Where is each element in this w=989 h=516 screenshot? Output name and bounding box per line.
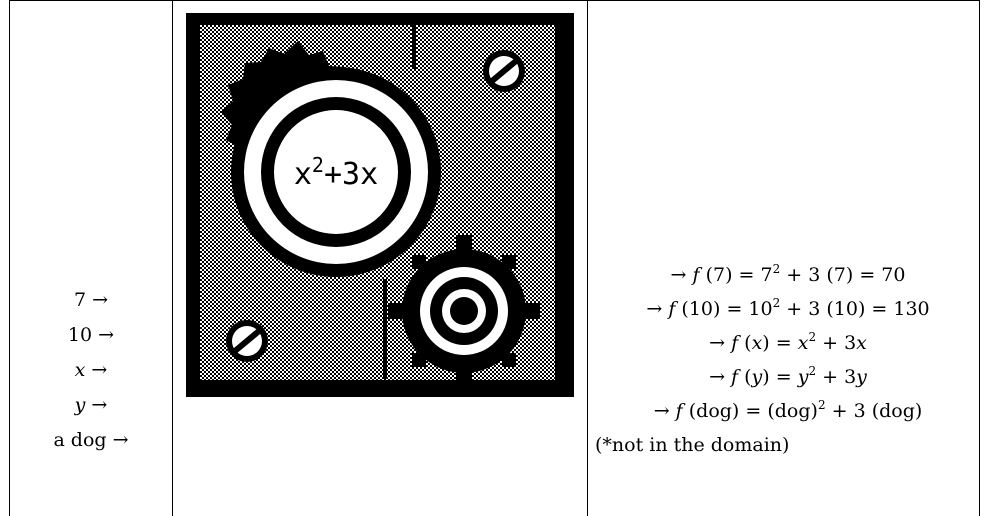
column-divider-2 xyxy=(587,0,588,516)
table-right-rule xyxy=(979,0,980,516)
output-row: → f (y) = y2 + 3y xyxy=(709,364,867,388)
input-row: 10 → xyxy=(67,324,115,346)
screw-icon xyxy=(226,320,268,362)
input-row: x → xyxy=(74,359,108,381)
machine-label-base: x xyxy=(294,157,312,192)
output-row: → f (x) = x2 + 3x xyxy=(709,330,867,354)
gear-icon: x2+3x xyxy=(221,41,441,277)
output-row: → f (7) = 72 + 3 (7) = 70 xyxy=(670,262,906,286)
domain-note: (*not in the domain) xyxy=(595,434,790,456)
function-machine-illustration: x2+3x xyxy=(186,13,574,397)
input-column: 7 → 10 → x → y → a dog → xyxy=(20,283,162,458)
table-left-rule xyxy=(9,0,10,516)
output-row: → f (10) = 102 + 3 (10) = 130 xyxy=(646,296,930,320)
svg-text:x2+3x: x2+3x xyxy=(294,153,378,192)
gear-icon xyxy=(388,235,540,381)
input-row: 7 → xyxy=(73,289,109,311)
output-row: → f (dog) = (dog)2 + 3 (dog) xyxy=(653,398,923,422)
machine-label-exp: 2 xyxy=(312,153,324,177)
screw-icon xyxy=(483,50,525,92)
input-row: y → xyxy=(74,394,108,416)
machine-label-rest: +3x xyxy=(324,157,378,192)
column-divider-1 xyxy=(172,0,173,516)
table-top-rule xyxy=(9,0,980,1)
output-column: → f (7) = 72 + 3 (7) = 70 → f (10) = 102… xyxy=(587,258,989,462)
input-row: a dog → xyxy=(53,429,129,451)
